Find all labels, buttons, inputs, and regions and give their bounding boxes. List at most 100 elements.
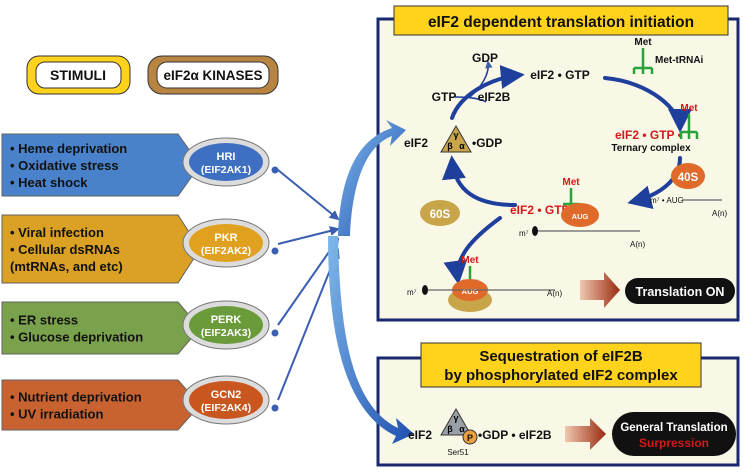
kinase-name: HRI [217, 151, 236, 163]
bottom-panel-title-1: Sequestration of eIF2B [479, 348, 643, 365]
stimuli-banner [1, 379, 201, 431]
cycle-arrow-to-48s [627, 156, 682, 209]
stimuli-group-2: • Viral infection • Cellular dsRNAs (mtRN… [1, 214, 201, 284]
kinase-body [189, 224, 263, 262]
ribosome-80s: Met AUG m⁷ A(n) Translation ON [407, 255, 735, 312]
label-dot-gdp: •GDP [472, 136, 502, 150]
top-panel: eIF2 dependent translation initiation [376, 5, 740, 322]
met-trna-label: Met-tRNAi [655, 55, 704, 66]
result-line-1: General Translation [620, 422, 727, 434]
stimulus-item: • Heme deprivation [10, 141, 127, 156]
phospho-complex: eIF2 γ β α P Ser51 •GDP • eIF2B General … [408, 407, 736, 457]
arrow-to-bottom-panel [328, 236, 414, 444]
stimuli-banner [1, 301, 201, 355]
stimulus-item: (mtRNAs, and etc) [10, 259, 123, 274]
kinase-output-dot [271, 329, 279, 337]
arrow-gcn2 [277, 248, 340, 401]
gtp-entry-line [454, 96, 487, 103]
kinase-perk: PERK(EIF2AK3) [182, 300, 279, 350]
arrow-pkr [277, 226, 340, 245]
stimulus-item: • Viral infection [10, 225, 104, 240]
kinase-pkr: PKR(EIF2AK2) [182, 218, 279, 268]
stimuli-banner [1, 214, 201, 284]
complex-aug: AUG [572, 212, 589, 221]
kinase-body [189, 143, 263, 181]
label-gtp: GTP [432, 90, 457, 104]
suppression-arrow [565, 418, 606, 450]
top-panel-title: eIF2 dependent translation initiation [428, 14, 694, 31]
ribosome-polya: A(n) [547, 289, 562, 298]
stimuli-group-4: • Nutrient deprivation• UV irradiation [1, 379, 201, 431]
cycle-arrow-to-ternary [603, 76, 692, 133]
kinase-body [189, 306, 263, 344]
stimulus-item: • Nutrient deprivation [10, 390, 142, 405]
subunit-alpha: α [459, 141, 465, 151]
cycle-arrows [441, 64, 692, 285]
eif2-trimer-top: γ β α [440, 124, 472, 153]
bottom-subunit-gamma: γ [453, 413, 458, 423]
top-panel-labels: GDP GTP eIF2B eIF2 • GTP eIF2 •GDP [404, 51, 590, 150]
large-subunit-60s: 60S [420, 200, 460, 226]
kinase-gene: (EIF2AK2) [201, 245, 251, 257]
stimulus-item: • Oxidative stress [10, 158, 119, 173]
subunit-beta: β [447, 141, 453, 151]
ternary-complex-label: Ternary complex [611, 143, 691, 154]
stimulus-item: • Heat shock [10, 175, 88, 190]
label-eif2b: eIF2B [478, 90, 511, 104]
stimuli-layer: • Heme deprivation • Oxidative stress • He… [1, 133, 201, 431]
kinase-gene: (EIF2AK4) [201, 402, 251, 414]
label-eif2-gtp: eIF2 • GTP [530, 68, 590, 82]
stimuli-group-1: • Heme deprivation • Oxidative stress • He… [1, 133, 201, 197]
kinase-arrows [277, 169, 340, 401]
label-gdp: GDP [472, 51, 498, 65]
bottom-subunit-beta: β [447, 424, 453, 434]
stimuli-group-3: • ER stress • Glucose deprivation [1, 301, 201, 355]
stimulus-item: • Cellular dsRNAs [10, 242, 120, 257]
label-40s: 40S [678, 172, 699, 184]
subunit-gamma: γ [453, 130, 458, 140]
cycle-arrow-recycle [441, 155, 517, 207]
met-trna-top: Met Met-tRNAi [632, 37, 704, 74]
ternary-met: Met [680, 103, 698, 114]
label-eif2: eIF2 [404, 136, 428, 150]
ser51-label: Ser51 [447, 448, 469, 457]
gdp-release-line [469, 60, 493, 98]
complex-met: Met [562, 177, 580, 188]
kinase-name: GCN2 [211, 389, 242, 401]
mrna-right-polya: A(n) [712, 209, 727, 218]
bottom-complex-rest: •GDP • eIF2B [478, 428, 552, 442]
label-60s: 60S [430, 209, 451, 221]
kinase-layer: HRI(EIF2AK1) PKR(EIF2AK2) PERK(EIF2AK3) GCN… [182, 137, 279, 425]
translation-on-label: Translation ON [636, 285, 725, 299]
preinitiation-complex: eIF2 • GTP • Met AUG m⁷ A(n) [510, 177, 645, 249]
stimuli-banner [1, 133, 201, 197]
mrna-right-cap-aug: m⁷ • AUG [650, 196, 684, 205]
kinase-output-dot [271, 247, 279, 255]
complex-polya: A(n) [630, 240, 645, 249]
complex-eif2-gtp: eIF2 • GTP • [510, 203, 577, 217]
kinase-output-dot [271, 166, 279, 174]
kinase-hri: HRI(EIF2AK1) [182, 137, 279, 187]
ternary-eif2-gtp: eIF2 • GTP • [615, 128, 682, 142]
kinases-header-label: eIF2α KINASES [163, 68, 262, 83]
small-subunit-40s: 40S m⁷ • AUG A(n) [650, 163, 727, 218]
ribosome-cap: m⁷ [407, 288, 417, 297]
kinase-body [189, 381, 263, 419]
kinases-header: eIF2α KINASES [147, 55, 279, 95]
bottom-subunit-alpha: α [459, 424, 465, 434]
stimulus-item: • ER stress [10, 313, 78, 328]
cycle-arrow-to-80s [443, 216, 502, 285]
translation-on-arrow [580, 272, 620, 308]
stimulus-item: • Glucose deprivation [10, 330, 143, 345]
big-blue-arrows [328, 120, 414, 444]
met-label-top: Met [634, 37, 652, 48]
ternary-complex: eIF2 • GTP • Met Ternary complex [611, 103, 698, 154]
phospho-p: P [467, 433, 473, 443]
arrow-to-top-panel [338, 120, 406, 236]
kinase-gene: (EIF2AK3) [201, 327, 251, 339]
kinase-gene: (EIF2AK1) [201, 164, 251, 176]
result-line-2: Surpression [639, 436, 709, 450]
stimuli-header: STIMULI [26, 55, 131, 95]
